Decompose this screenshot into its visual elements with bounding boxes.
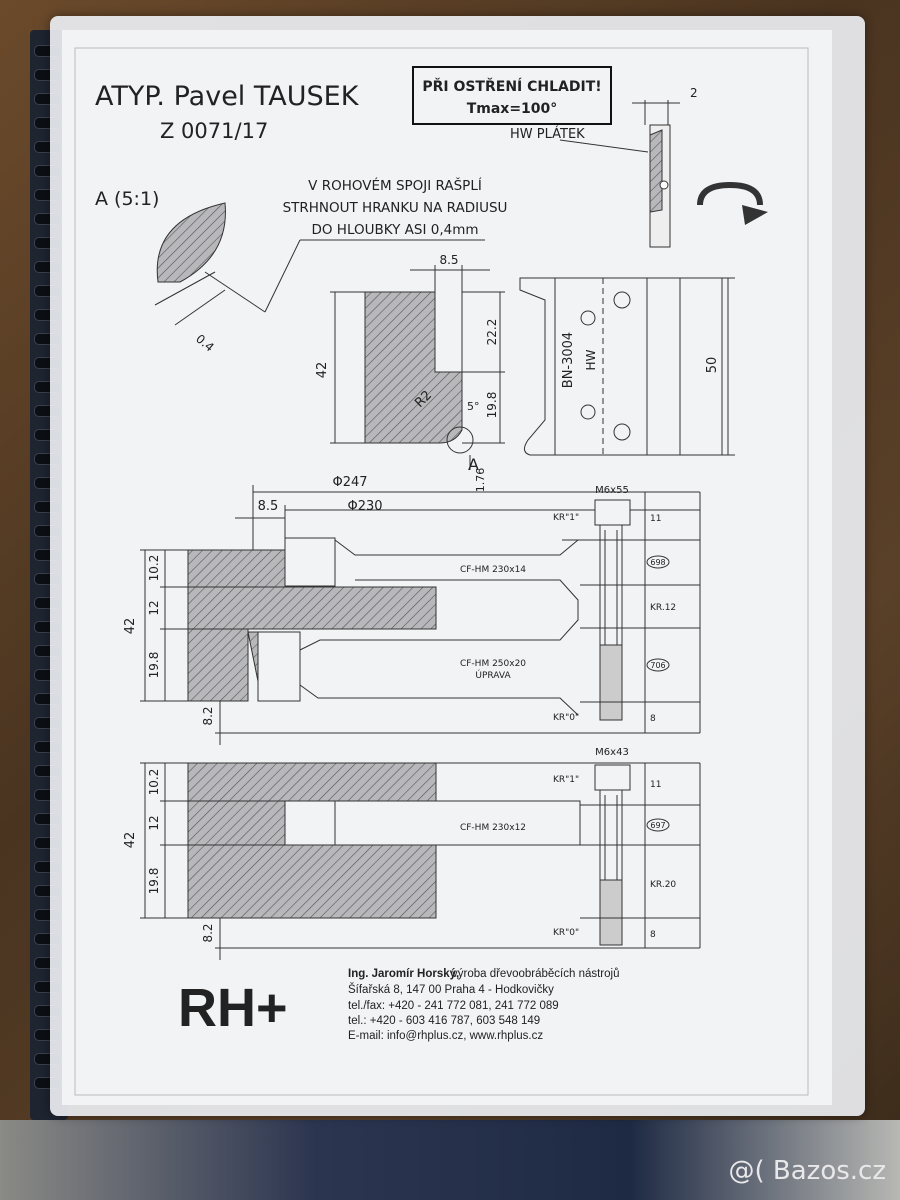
plate-view [519, 277, 735, 456]
asm1-dim-12: 12 [147, 600, 161, 615]
company-logo: RH+ [178, 978, 288, 1038]
asm1-t-706: 706 [650, 661, 665, 670]
asm1-t-698: 698 [650, 558, 665, 567]
asm1-dim-198: 19.8 [147, 652, 161, 679]
floor-background [0, 1120, 900, 1200]
asm1-dim-42: 42 [123, 618, 138, 635]
profile-dim-198: 19.8 [485, 392, 499, 419]
asm2-dim-42: 42 [123, 832, 138, 849]
company-email: E-mail: info@rhplus.cz, www.rhplus.cz [348, 1030, 543, 1042]
warning-box [412, 66, 612, 125]
asm2-dim-198: 19.8 [147, 868, 161, 895]
sheet-frame [74, 47, 809, 1096]
company-telfax: tel./fax: +420 - 241 772 081, 241 772 08… [348, 1000, 559, 1012]
asm1-t-8: 8 [650, 714, 656, 724]
drawing-sheet: ATYP. Pavel TAUSEK Z 0071/17 PŘI OSTŘENÍ… [62, 30, 832, 1105]
plate-dim-50: 50 [705, 357, 720, 374]
asm2-dim-82: 8.2 [201, 923, 215, 942]
asm1-t-11: 11 [650, 514, 661, 524]
asm2-dim-102: 10.2 [147, 769, 161, 796]
detail-note-3: DO HLOUBKY ASI 0,4mm [311, 222, 478, 238]
company-address: Šífařská 8, 147 00 Praha 4 - Hodkovičky [348, 983, 554, 996]
detail-a-leaders [154, 239, 485, 326]
asm2-t-697: 697 [650, 821, 665, 830]
asm1-kr1: KR"1" [553, 513, 579, 523]
warning-line-2: Tmax=100° [467, 101, 558, 117]
asm1-dim-102: 10.2 [147, 555, 161, 582]
detail-note-1: V ROHOVÉM SPOJI RAŠPLÍ [308, 176, 482, 194]
assembly-2 [140, 762, 701, 960]
profile-dim-222: 22.2 [485, 319, 499, 346]
asm1-screw: M6x55 [595, 485, 629, 496]
profile-dim-5deg: 5° [467, 400, 480, 413]
warning-line-1: PŘI OSTŘENÍ CHLADIT! [422, 78, 601, 95]
detail-a-shape [156, 202, 226, 283]
profile-marker-a: A [468, 455, 479, 474]
asm1-dia-247: Φ247 [332, 475, 367, 490]
profile-dim-176: 1.76 [474, 468, 487, 493]
asm2-label: CF-HM 230x12 [460, 823, 526, 833]
asm2-dim-12: 12 [147, 815, 161, 830]
profile-dim-85: 8.5 [439, 253, 458, 267]
company-name: Ing. Jaromír Horský, [348, 968, 459, 980]
plate-code: BN-3004 [561, 332, 576, 388]
asm2-t-8: 8 [650, 930, 656, 940]
detail-note-2: STRHNOUT HRANKU NA RADIUSU [283, 200, 508, 216]
asm1-label-mid2: ÚPRAVA [475, 669, 511, 681]
asm2-screw: M6x43 [595, 747, 629, 758]
asm2-t-kr20: KR.20 [650, 880, 676, 890]
profile-dim-42: 42 [315, 362, 330, 379]
company-tel: tel.: +420 - 603 416 787, 603 548 149 [348, 1015, 540, 1027]
blade-dim-2: 2 [690, 86, 698, 100]
drawing-title: ATYP. Pavel TAUSEK [95, 81, 360, 112]
asm1-dia-230: Φ230 [347, 499, 382, 514]
asm2-kr0: KR"0" [553, 928, 579, 938]
profile-section [330, 265, 505, 470]
drawing-code: Z 0071/17 [160, 119, 268, 143]
asm2-t-11: 11 [650, 780, 661, 790]
assembly-1 [140, 485, 701, 745]
plate-material: HW [584, 349, 598, 370]
asm1-t-kr12: KR.12 [650, 603, 676, 613]
asm1-kr0: KR"0" [553, 713, 579, 723]
detail-label: A (5:1) [95, 188, 159, 210]
asm1-dim-85: 8.5 [258, 499, 279, 514]
technical-drawing: ATYP. Pavel TAUSEK Z 0071/17 PŘI OSTŘENÍ… [74, 47, 809, 1096]
asm1-dim-82: 8.2 [201, 706, 215, 725]
asm1-label-mid1: CF-HM 250x20 [460, 659, 526, 669]
blade-label: HW PLÁTEK [510, 126, 585, 142]
company-desc: výroba dřevoobráběcích nástrojů [452, 968, 620, 980]
asm1-label-top: CF-HM 230x14 [460, 565, 526, 575]
detail-dim-04: 0.4 [193, 332, 217, 355]
asm2-kr1: KR"1" [553, 775, 579, 785]
blade-detail [559, 100, 768, 248]
watermark: @( Bazos.cz [728, 1156, 887, 1186]
